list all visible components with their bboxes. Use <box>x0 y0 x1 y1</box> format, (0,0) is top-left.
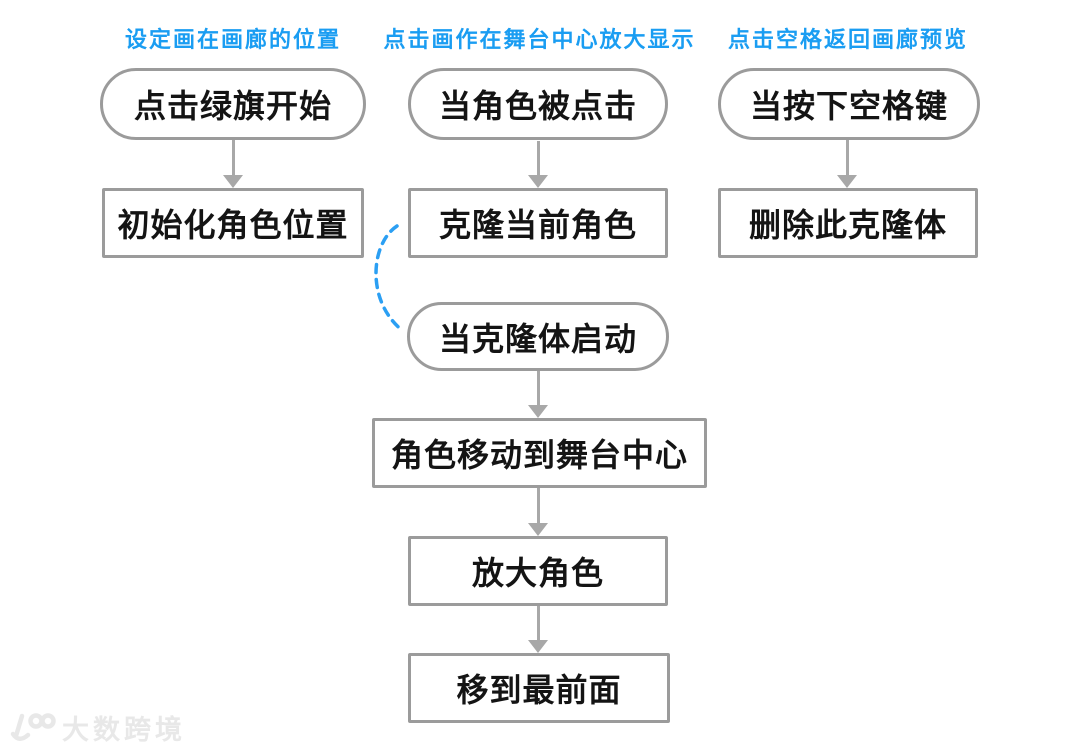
flow-arrow-down <box>223 140 243 188</box>
arrow-stem <box>536 606 540 640</box>
arrow-stem <box>536 141 540 175</box>
event-pill-space-pressed: 当按下空格键 <box>718 68 980 140</box>
flow-arrow-down <box>528 371 548 418</box>
brand-logo-icon <box>10 712 56 741</box>
node-label: 点击绿旗开始 <box>133 88 332 124</box>
process-rect-init-position: 初始化角色位置 <box>102 188 364 258</box>
event-pill-sprite-clicked: 当角色被点击 <box>408 68 668 140</box>
clone-dashed-connector <box>374 224 405 333</box>
column-header-space-return: 点击空格返回画廊预览 <box>727 27 968 52</box>
node-label: 当克隆体启动 <box>438 320 637 357</box>
column-header-stage-zoom: 点击画作在舞台中心放大显示 <box>383 27 696 52</box>
process-rect-enlarge-sprite: 放大角色 <box>408 536 668 606</box>
node-label: 当角色被点击 <box>438 88 637 124</box>
node-label: 角色移动到舞台中心 <box>390 437 688 473</box>
node-label: 当按下空格键 <box>749 88 948 124</box>
arrow-stem <box>536 371 540 405</box>
node-label: 初始化角色位置 <box>117 207 349 243</box>
process-rect-delete-clone: 删除此克隆体 <box>718 188 978 258</box>
process-rect-clone-self: 克隆当前角色 <box>408 188 668 258</box>
node-label: 删除此克隆体 <box>748 207 947 243</box>
event-pill-clone-start: 当克隆体启动 <box>407 302 669 371</box>
arrow-head-icon <box>837 175 857 188</box>
flow-arrow-down <box>528 141 548 188</box>
flow-arrow-down <box>528 488 548 536</box>
flow-arrow-down <box>837 140 857 188</box>
arrow-head-icon <box>528 175 548 188</box>
arrow-head-icon <box>528 640 548 653</box>
arrow-stem <box>231 140 235 175</box>
flow-arrow-down <box>528 606 548 653</box>
process-rect-go-to-front: 移到最前面 <box>408 653 670 723</box>
event-pill-green-flag-start: 点击绿旗开始 <box>100 68 366 140</box>
arrow-stem <box>536 488 540 523</box>
node-label: 放大角色 <box>471 555 604 591</box>
arrow-head-icon <box>528 405 548 418</box>
column-header-gallery-position: 设定画在画廊的位置 <box>124 27 341 52</box>
node-label: 克隆当前角色 <box>438 207 637 243</box>
arrow-head-icon <box>223 175 243 188</box>
process-rect-move-to-center: 角色移动到舞台中心 <box>372 418 707 488</box>
watermark-brand-text: 大数跨境 <box>62 715 186 745</box>
watermark: 大数跨境 <box>8 708 186 747</box>
arrow-stem <box>845 140 849 175</box>
arrow-head-icon <box>528 523 548 536</box>
node-label: 移到最前面 <box>456 672 622 708</box>
